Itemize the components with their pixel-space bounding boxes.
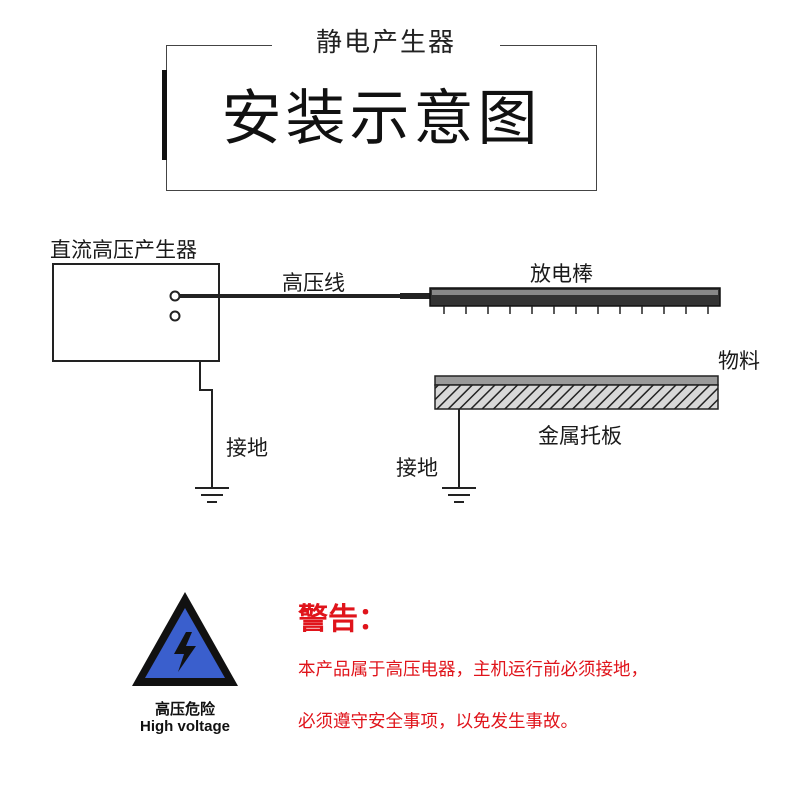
header-subtitle: 静电产生器 — [272, 24, 500, 62]
label-ground-left: 接地 — [226, 436, 268, 460]
diagram-drawing — [52, 263, 721, 503]
metal-tray — [434, 384, 719, 410]
installation-diagram: 直流高压产生器 高压线 放电棒 物料 金属托板 接地 接地 — [0, 200, 800, 530]
label-discharge-bar: 放电棒 — [530, 262, 593, 286]
generator-ground-lead — [199, 361, 213, 488]
label-ground-right: 接地 — [396, 456, 438, 480]
page-title: 安装示意图 — [221, 84, 542, 154]
terminal-bottom — [169, 310, 181, 322]
label-material: 物料 — [718, 349, 760, 373]
generator-box — [52, 263, 220, 362]
label-hv-wire: 高压线 — [282, 271, 345, 295]
warning-line-1: 本产品属于高压电器，主机运行前必须接地， — [298, 660, 648, 680]
ground-symbol-left — [195, 487, 229, 503]
label-generator: 直流高压产生器 — [50, 238, 197, 262]
high-voltage-label-cn: 高压危险 — [154, 700, 215, 718]
high-voltage-warning-icon — [132, 592, 238, 686]
terminal-top — [169, 290, 181, 302]
warning-line-2: 必须遵守安全事项，以免发生事故。 — [298, 712, 578, 732]
high-voltage-label-en: High voltage — [139, 718, 230, 735]
material-layer — [434, 375, 719, 386]
warning-title: 警告： — [298, 602, 388, 637]
label-metal-tray: 金属托板 — [538, 424, 622, 448]
discharge-bar — [429, 287, 721, 314]
header-accent-bar — [162, 70, 167, 160]
ground-symbol-right — [442, 487, 476, 503]
